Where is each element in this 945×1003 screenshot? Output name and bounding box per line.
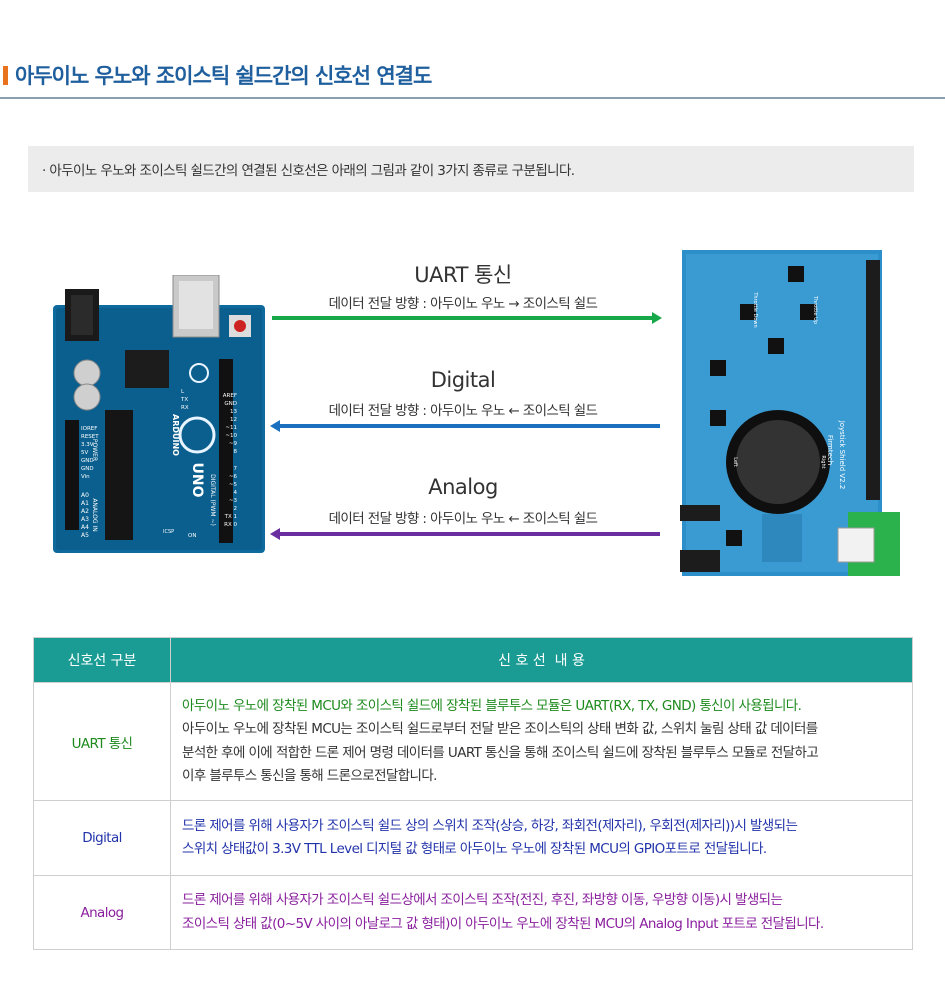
digital-desc-line: 드론 제어를 위해 사용자가 조이스틱 쉴드 상의 스위치 조작(상승, 하강,… <box>182 817 798 834</box>
arduino-pin-a3: A3 <box>81 516 89 523</box>
arduino-pin-a0: A0 <box>81 492 89 499</box>
arduino-pin-gnd: GND <box>224 401 237 407</box>
analog-desc-line: 드론 제어를 위해 사용자가 조이스틱 쉴드상에서 조이스틱 조작(전진, 후진… <box>182 892 783 908</box>
arduino-pin-5: ~5 <box>229 482 238 488</box>
arduino-pin-tx1: TX 1 <box>224 514 237 520</box>
arduino-power-label: POWER <box>91 439 98 461</box>
shield-left-label: Left <box>732 457 738 466</box>
arduino-pin-rx0: RX 0 <box>224 522 237 528</box>
arduino-pin-4: 4 <box>234 490 238 496</box>
arduino-pin-3v3: 3.3V <box>81 442 94 448</box>
arduino-aref-label: AREF <box>223 393 237 399</box>
shield-brand-label: Firmtech <box>826 435 834 465</box>
row-type-uart: UART 통신 <box>33 682 171 801</box>
arduino-pin-a4: A4 <box>81 524 89 531</box>
table-row-analog: Analog 드론 제어를 위해 사용자가 조이스틱 쉴드상에서 조이스틱 조작… <box>33 875 913 950</box>
arduino-pin-11: ~11 <box>225 425 237 431</box>
arduino-pin-10: ~10 <box>225 433 237 439</box>
shield-right-label: Right <box>820 455 826 468</box>
arduino-pin-gnd1: GND <box>81 458 94 464</box>
title-accent-bar <box>3 66 8 85</box>
arduino-pin-13: 13 <box>230 409 237 415</box>
shield-name-label: Joystick Shield V2.2 <box>838 420 846 490</box>
arduino-pin-12: 12 <box>230 417 237 423</box>
arduino-pin-9: ~9 <box>229 441 238 447</box>
arduino-uno-label: UNO <box>189 463 205 498</box>
arduino-pin-6: ~6 <box>229 474 238 480</box>
arduino-pin-a2: A2 <box>81 508 89 515</box>
joystick-shield-board-image: Joystick Shield V2.2 Firmtech Throttle D… <box>680 250 900 576</box>
table-header-row: 신호선 구분 신 호 선 내 용 <box>33 637 913 683</box>
row-type-digital: Digital <box>33 800 171 876</box>
page-title-section: 아두이노 우노와 조이스틱 쉴드간의 신호선 연결도 <box>0 0 945 99</box>
digital-direction-text: 데이터 전달 방향 : 아두이노 우노 ← 조이스틱 쉴드 <box>328 403 598 419</box>
analog-direction-text: 데이터 전달 방향 : 아두이노 우노 ← 조이스틱 쉴드 <box>328 511 598 527</box>
arduino-led-on: ON <box>188 533 196 539</box>
uart-signal-title: UART 통신 <box>414 263 512 287</box>
arduino-pin-ioref: IOREF <box>81 426 97 432</box>
arduino-pin-2: 2 <box>234 506 238 512</box>
arduino-uno-board-image: UNO ARDUINO DIGITAL (PWM ~) POWER ANALOG… <box>53 275 265 553</box>
shield-throttle-down-label: Throttle Down <box>752 291 758 327</box>
uart-desc-line: 아두이노 우노에 장착된 MCU와 조이스틱 쉴드에 장착된 블루투스 모듈은 … <box>182 697 802 714</box>
arduino-digital-label: DIGITAL (PWM ~) <box>209 474 216 526</box>
row-desc-analog: 드론 제어를 위해 사용자가 조이스틱 쉴드상에서 조이스틱 조작(전진, 후진… <box>170 875 913 950</box>
shield-throttle-up-label: Throttle Up <box>812 295 818 324</box>
row-type-analog: Analog <box>33 875 171 950</box>
arduino-led-l: L <box>181 389 185 395</box>
arduino-pin-3: ~3 <box>229 498 238 504</box>
arduino-pin-vin: Vin <box>81 474 90 480</box>
analog-arrow-left <box>270 528 660 540</box>
arduino-pin-7: 7 <box>234 466 238 472</box>
intro-text: · 아두이노 우노와 조이스틱 쉴드간의 연결된 신호선은 아래의 그림과 같이… <box>42 163 575 179</box>
arduino-analog-label: ANALOG IN <box>91 498 98 531</box>
arduino-brand-label: ARDUINO <box>171 414 180 456</box>
uart-arrow-right <box>272 312 662 324</box>
table-row-digital: Digital 드론 제어를 위해 사용자가 조이스틱 쉴드 상의 스위치 조작… <box>33 800 913 876</box>
analog-signal-title: Analog <box>428 475 498 499</box>
arduino-icsp-label: ICSP <box>163 529 174 535</box>
uart-desc-line: 아두이노 우노에 장착된 MCU는 조이스틱 쉴드로부터 전달 받은 조이스틱의… <box>182 721 818 737</box>
uart-desc-line: 분석한 후에 이에 적합한 드론 제어 명령 데이터를 UART 통신을 통해 … <box>182 744 819 761</box>
digital-signal-title: Digital <box>430 368 496 392</box>
header-signal-type: 신호선 구분 <box>33 637 171 683</box>
arduino-pin-a1: A1 <box>81 500 89 507</box>
uart-direction-text: 데이터 전달 방향 : 아두이노 우노 → 조이스틱 쉴드 <box>328 296 598 312</box>
arduino-pin-a5: A5 <box>81 532 89 539</box>
row-desc-uart: 아두이노 우노에 장착된 MCU와 조이스틱 쉴드에 장착된 블루투스 모듈은 … <box>170 682 913 801</box>
row-desc-digital: 드론 제어를 위해 사용자가 조이스틱 쉴드 상의 스위치 조작(상승, 하강,… <box>170 800 913 876</box>
arduino-pin-8: 8 <box>234 449 238 455</box>
signal-table: 신호선 구분 신 호 선 내 용 UART 통신 아두이노 우노에 장착된 MC… <box>33 637 913 950</box>
arduino-led-tx: TX <box>180 397 188 403</box>
arduino-pin-5v: 5V <box>81 450 88 456</box>
page-title: 아두이노 우노와 조이스틱 쉴드간의 신호선 연결도 <box>15 64 432 88</box>
digital-desc-line: 스위치 상태값이 3.3V TTL Level 디지털 값 형태로 아두이노 우… <box>182 841 767 857</box>
arduino-pin-gnd2: GND <box>81 466 94 472</box>
header-signal-content: 신 호 선 내 용 <box>170 637 913 683</box>
analog-desc-line: 조이스틱 상태 값(0~5V 사이의 아날로그 값 형태)이 아두이노 우노에 … <box>182 915 824 932</box>
digital-arrow-left <box>270 420 660 432</box>
table-row-uart: UART 통신 아두이노 우노에 장착된 MCU와 조이스틱 쉴드에 장착된 블… <box>33 682 913 801</box>
arduino-pin-reset: RESET <box>81 434 99 440</box>
uart-desc-line: 이후 블루투스 통신을 통해 드론으로전달합니다. <box>182 768 437 784</box>
intro-box: · 아두이노 우노와 조이스틱 쉴드간의 연결된 신호선은 아래의 그림과 같이… <box>28 146 914 192</box>
arduino-led-rx: RX <box>181 405 189 411</box>
